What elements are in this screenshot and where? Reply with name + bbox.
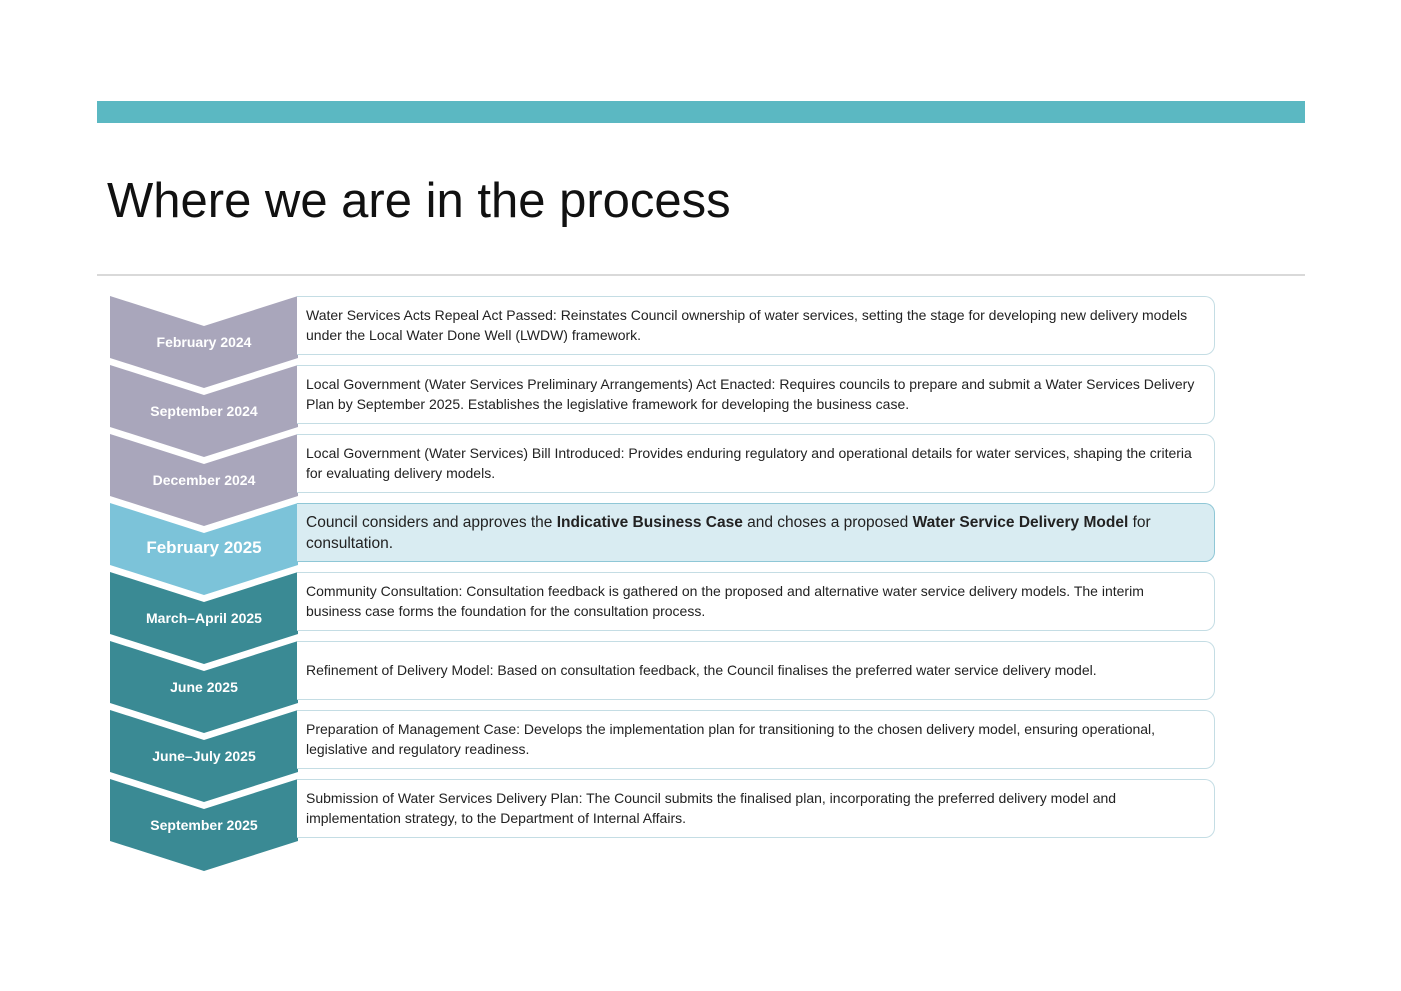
title-divider — [97, 274, 1305, 276]
step-date-3: December 2024 — [152, 472, 256, 488]
step-date-2: September 2024 — [150, 403, 258, 419]
step-description-2: Local Government (Water Services Prelimi… — [297, 365, 1215, 424]
step-4-bold-business-case: Indicative Business Case — [556, 514, 743, 531]
step-4-bold-delivery-model: Water Service Delivery Model — [912, 514, 1129, 531]
step-date-7: June–July 2025 — [152, 748, 256, 764]
step-date-5: March–April 2025 — [146, 610, 262, 626]
step-description-8: Submission of Water Services Delivery Pl… — [297, 779, 1215, 838]
accent-bar — [97, 101, 1305, 123]
step-description-5: Community Consultation: Consultation fee… — [297, 572, 1215, 631]
step-4-text-3: for consultation. — [306, 514, 1151, 552]
step-date-6: June 2025 — [170, 679, 238, 695]
step-4-text-2: and choses a proposed — [742, 514, 913, 531]
step-date-8: September 2025 — [150, 817, 258, 833]
step-description-4: Council considers and approves the Indic… — [297, 503, 1215, 562]
step-description-3: Local Government (Water Services) Bill I… — [297, 434, 1215, 493]
step-description-6: Refinement of Delivery Model: Based on c… — [297, 641, 1215, 700]
step-4-text-1: Council considers and approves the — [306, 514, 557, 531]
step-date-4: February 2025 — [146, 538, 262, 557]
page-title: Where we are in the process — [107, 174, 731, 228]
step-description-1: Water Services Acts Repeal Act Passed: R… — [297, 296, 1215, 355]
step-description-7: Preparation of Management Case: Develops… — [297, 710, 1215, 769]
step-date-1: February 2024 — [156, 334, 252, 350]
